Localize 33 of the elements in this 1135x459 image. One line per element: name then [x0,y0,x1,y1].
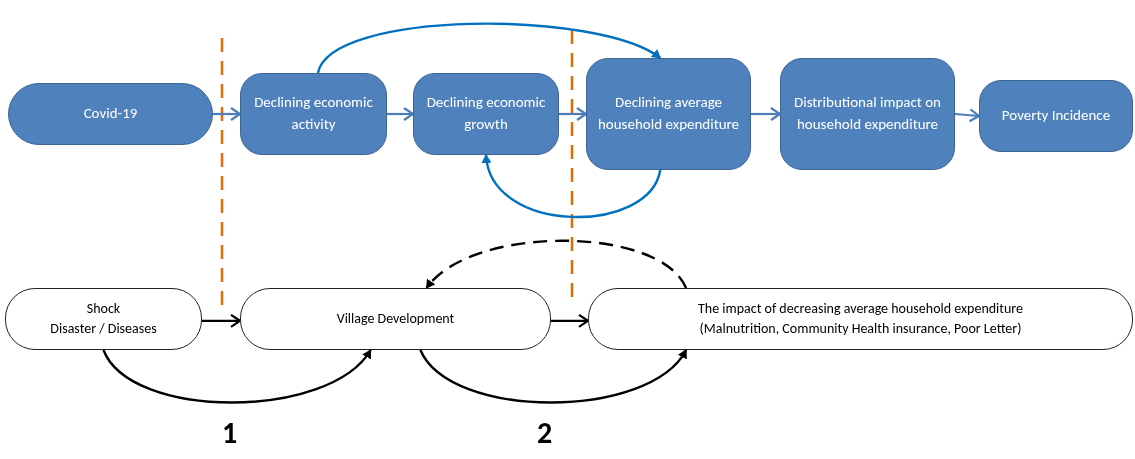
step-number: 2 [537,418,553,448]
rounded-box [588,288,1133,350]
process-box [586,58,751,170]
arrow [751,106,782,122]
arrow [213,106,242,122]
arrow [559,106,588,122]
curved-arrow [482,154,662,219]
node-text: Declining average household expenditure [596,92,741,135]
arrow [387,106,415,122]
rounded-box [240,288,551,350]
node-text: The impact of decreasing average household expenditure [697,298,1024,319]
curved-arrow [425,239,688,289]
arrow [954,108,981,123]
node-text: Covid-19 [83,103,138,125]
process-box [780,58,955,170]
arrow [202,313,242,328]
node-text: Distributional impact on household expenditure [792,92,942,135]
process-box [413,73,559,155]
curved-arrow [316,22,662,74]
process-box [979,80,1133,152]
node-text: Disaster / Diseases [50,319,157,339]
curved-arrow [102,349,372,404]
node-text: Declining economic activity [253,92,374,135]
node-text: Village Development [336,308,455,329]
node-text: Shock [86,298,121,319]
curved-arrow [419,349,688,404]
rounded-box [5,288,202,350]
arrow [551,313,590,328]
step-number: 1 [222,418,238,448]
node-text: Poverty Incidence [1001,105,1111,127]
node-text: (Malnutrition, Community Health insurance, Poor Letter) [699,319,1022,339]
process-box [240,73,387,155]
node-text: Declining economic growth [425,92,547,135]
